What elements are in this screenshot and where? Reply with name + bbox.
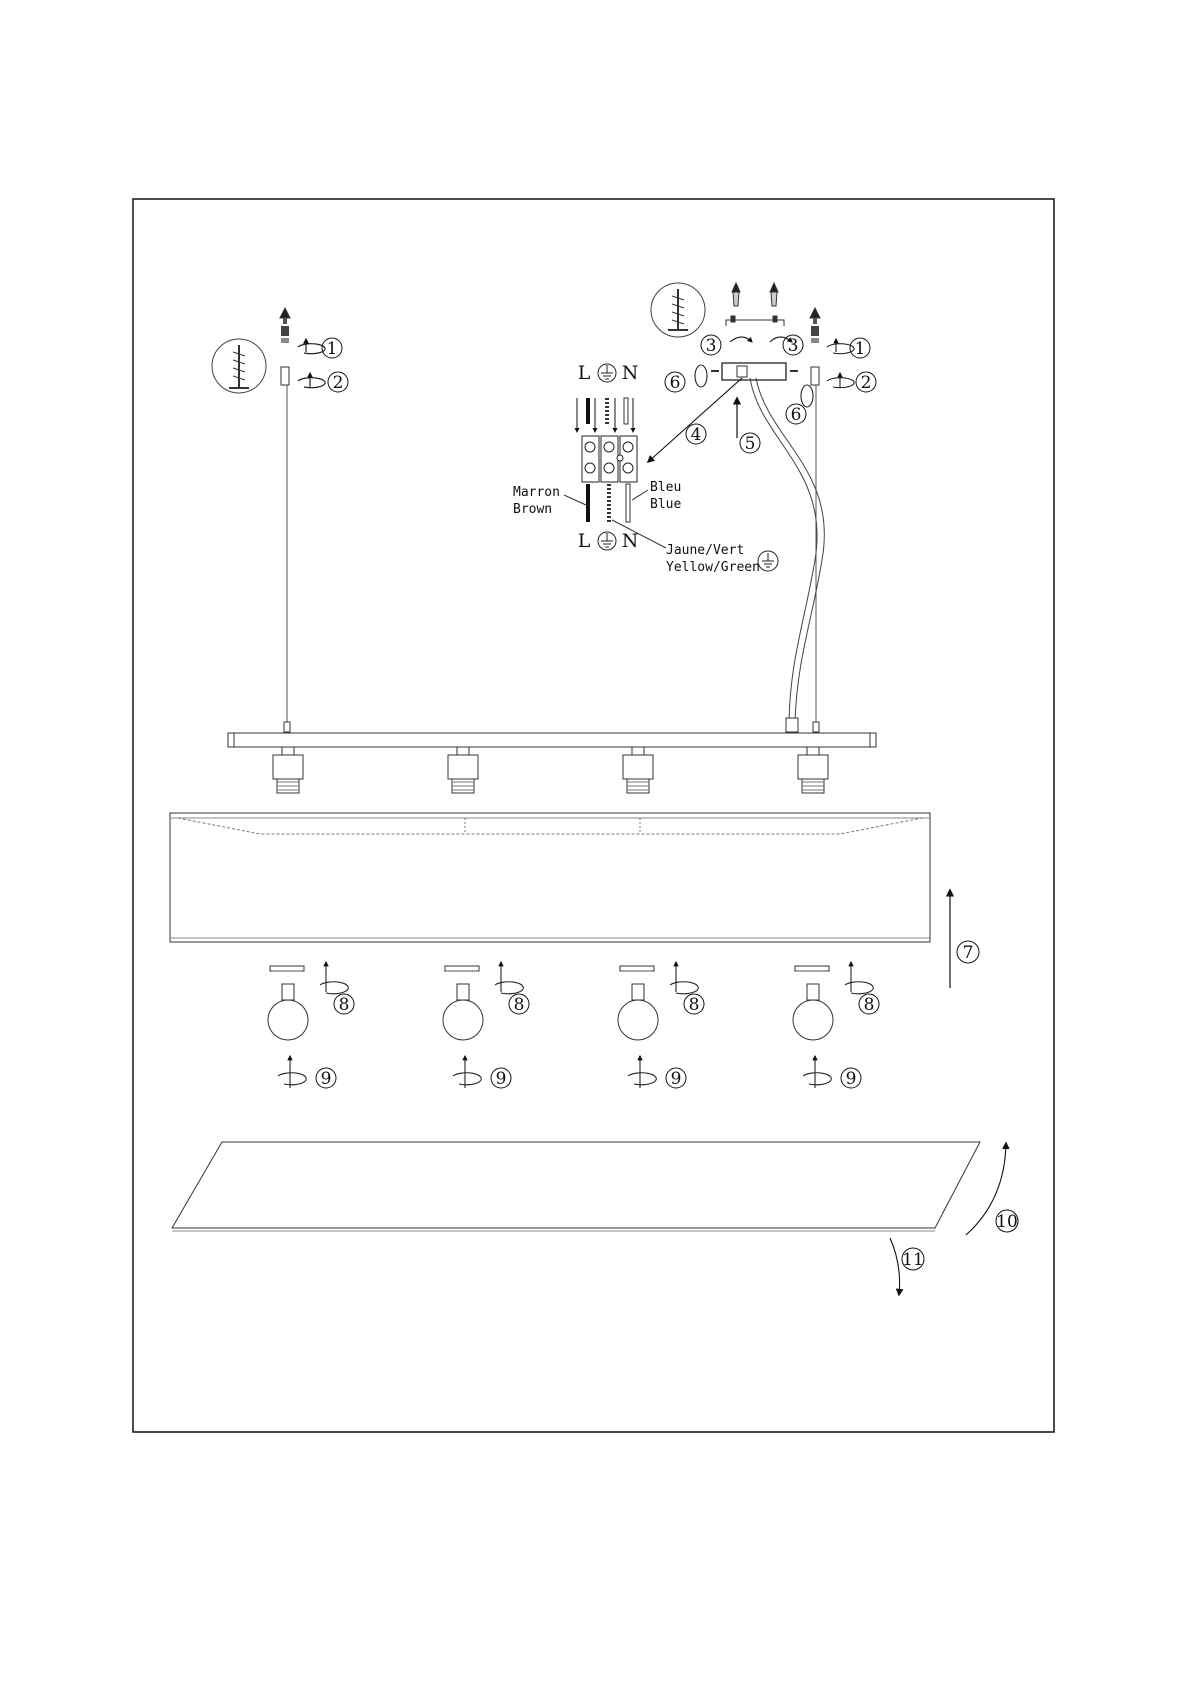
wall-anchor-icon xyxy=(810,308,820,343)
step-11: 11 xyxy=(902,1248,924,1270)
step-number: 3 xyxy=(706,336,717,356)
step-2-left: 2 xyxy=(328,372,348,393)
step-number: 11 xyxy=(902,1250,924,1270)
lamp-sockets xyxy=(273,747,828,793)
blue-wire-label-fr: Bleu xyxy=(650,480,681,495)
bulb-group-3: 8 9 xyxy=(618,962,704,1089)
lamp-bar xyxy=(228,733,876,747)
bulb-group-1: 8 9 xyxy=(268,962,354,1089)
earth-wire-label-fr: Jaune/Vert xyxy=(666,543,744,558)
step-number: 2 xyxy=(333,373,344,393)
screw-icon xyxy=(668,289,688,330)
step-3-left: 3 xyxy=(701,335,721,356)
bulb-group-2: 8 9 xyxy=(443,962,529,1089)
step-number: 5 xyxy=(745,434,756,454)
neutral-terminal-label: N xyxy=(622,362,639,384)
step-7: 7 xyxy=(957,941,979,963)
blue-wire-label-en: Blue xyxy=(650,497,681,512)
step-number: 6 xyxy=(791,405,802,425)
wall-plug-icon xyxy=(732,283,778,306)
wiring-arrow-icon xyxy=(648,378,742,462)
step-number: 1 xyxy=(327,339,338,359)
lamp-shade xyxy=(170,813,930,942)
brown-wire-label-en: Brown xyxy=(513,502,552,517)
step-number: 1 xyxy=(855,339,866,359)
diffuser-panel xyxy=(172,1142,980,1231)
step-5: 5 xyxy=(740,433,760,454)
step-6-right: 6 xyxy=(786,404,806,425)
step-number: 8 xyxy=(514,995,525,1015)
step-number: 3 xyxy=(788,336,799,356)
step-number: 2 xyxy=(861,373,872,393)
earth-wire-label-en: Yellow/Green xyxy=(666,560,760,575)
step-number: 6 xyxy=(670,373,681,393)
step-2-right: 2 xyxy=(856,372,876,393)
step-number: 8 xyxy=(339,995,350,1015)
step-6-left: 6 xyxy=(665,372,685,393)
step-number: 8 xyxy=(689,995,700,1015)
step-number: 8 xyxy=(864,995,875,1015)
live-terminal-label: L xyxy=(578,362,591,384)
terminal-block xyxy=(564,398,666,548)
step-1-right: 1 xyxy=(850,338,870,359)
screw-icon xyxy=(229,345,249,388)
step-number: 4 xyxy=(691,425,702,445)
step-number: 9 xyxy=(496,1069,507,1089)
step-number: 9 xyxy=(846,1069,857,1089)
step-3-right: 3 xyxy=(783,335,803,356)
step-number: 7 xyxy=(963,943,974,963)
neutral-terminal-label: N xyxy=(622,530,639,552)
earth-symbol-icon xyxy=(758,551,778,571)
step-number: 9 xyxy=(671,1069,682,1089)
step-4: 4 xyxy=(686,424,706,445)
rotate-arrow-icon xyxy=(298,339,325,388)
brown-wire-label-fr: Marron xyxy=(513,485,560,500)
wall-anchor-icon xyxy=(280,308,290,343)
earth-symbol-icon xyxy=(598,532,616,550)
left-suspension xyxy=(212,308,290,732)
step-number: 9 xyxy=(321,1069,332,1089)
step-number: 10 xyxy=(996,1212,1018,1232)
step-10: 10 xyxy=(996,1210,1018,1232)
live-terminal-label: L xyxy=(578,530,591,552)
bulb-group-4: 8 9 xyxy=(793,962,879,1089)
earth-symbol-icon xyxy=(598,364,616,382)
